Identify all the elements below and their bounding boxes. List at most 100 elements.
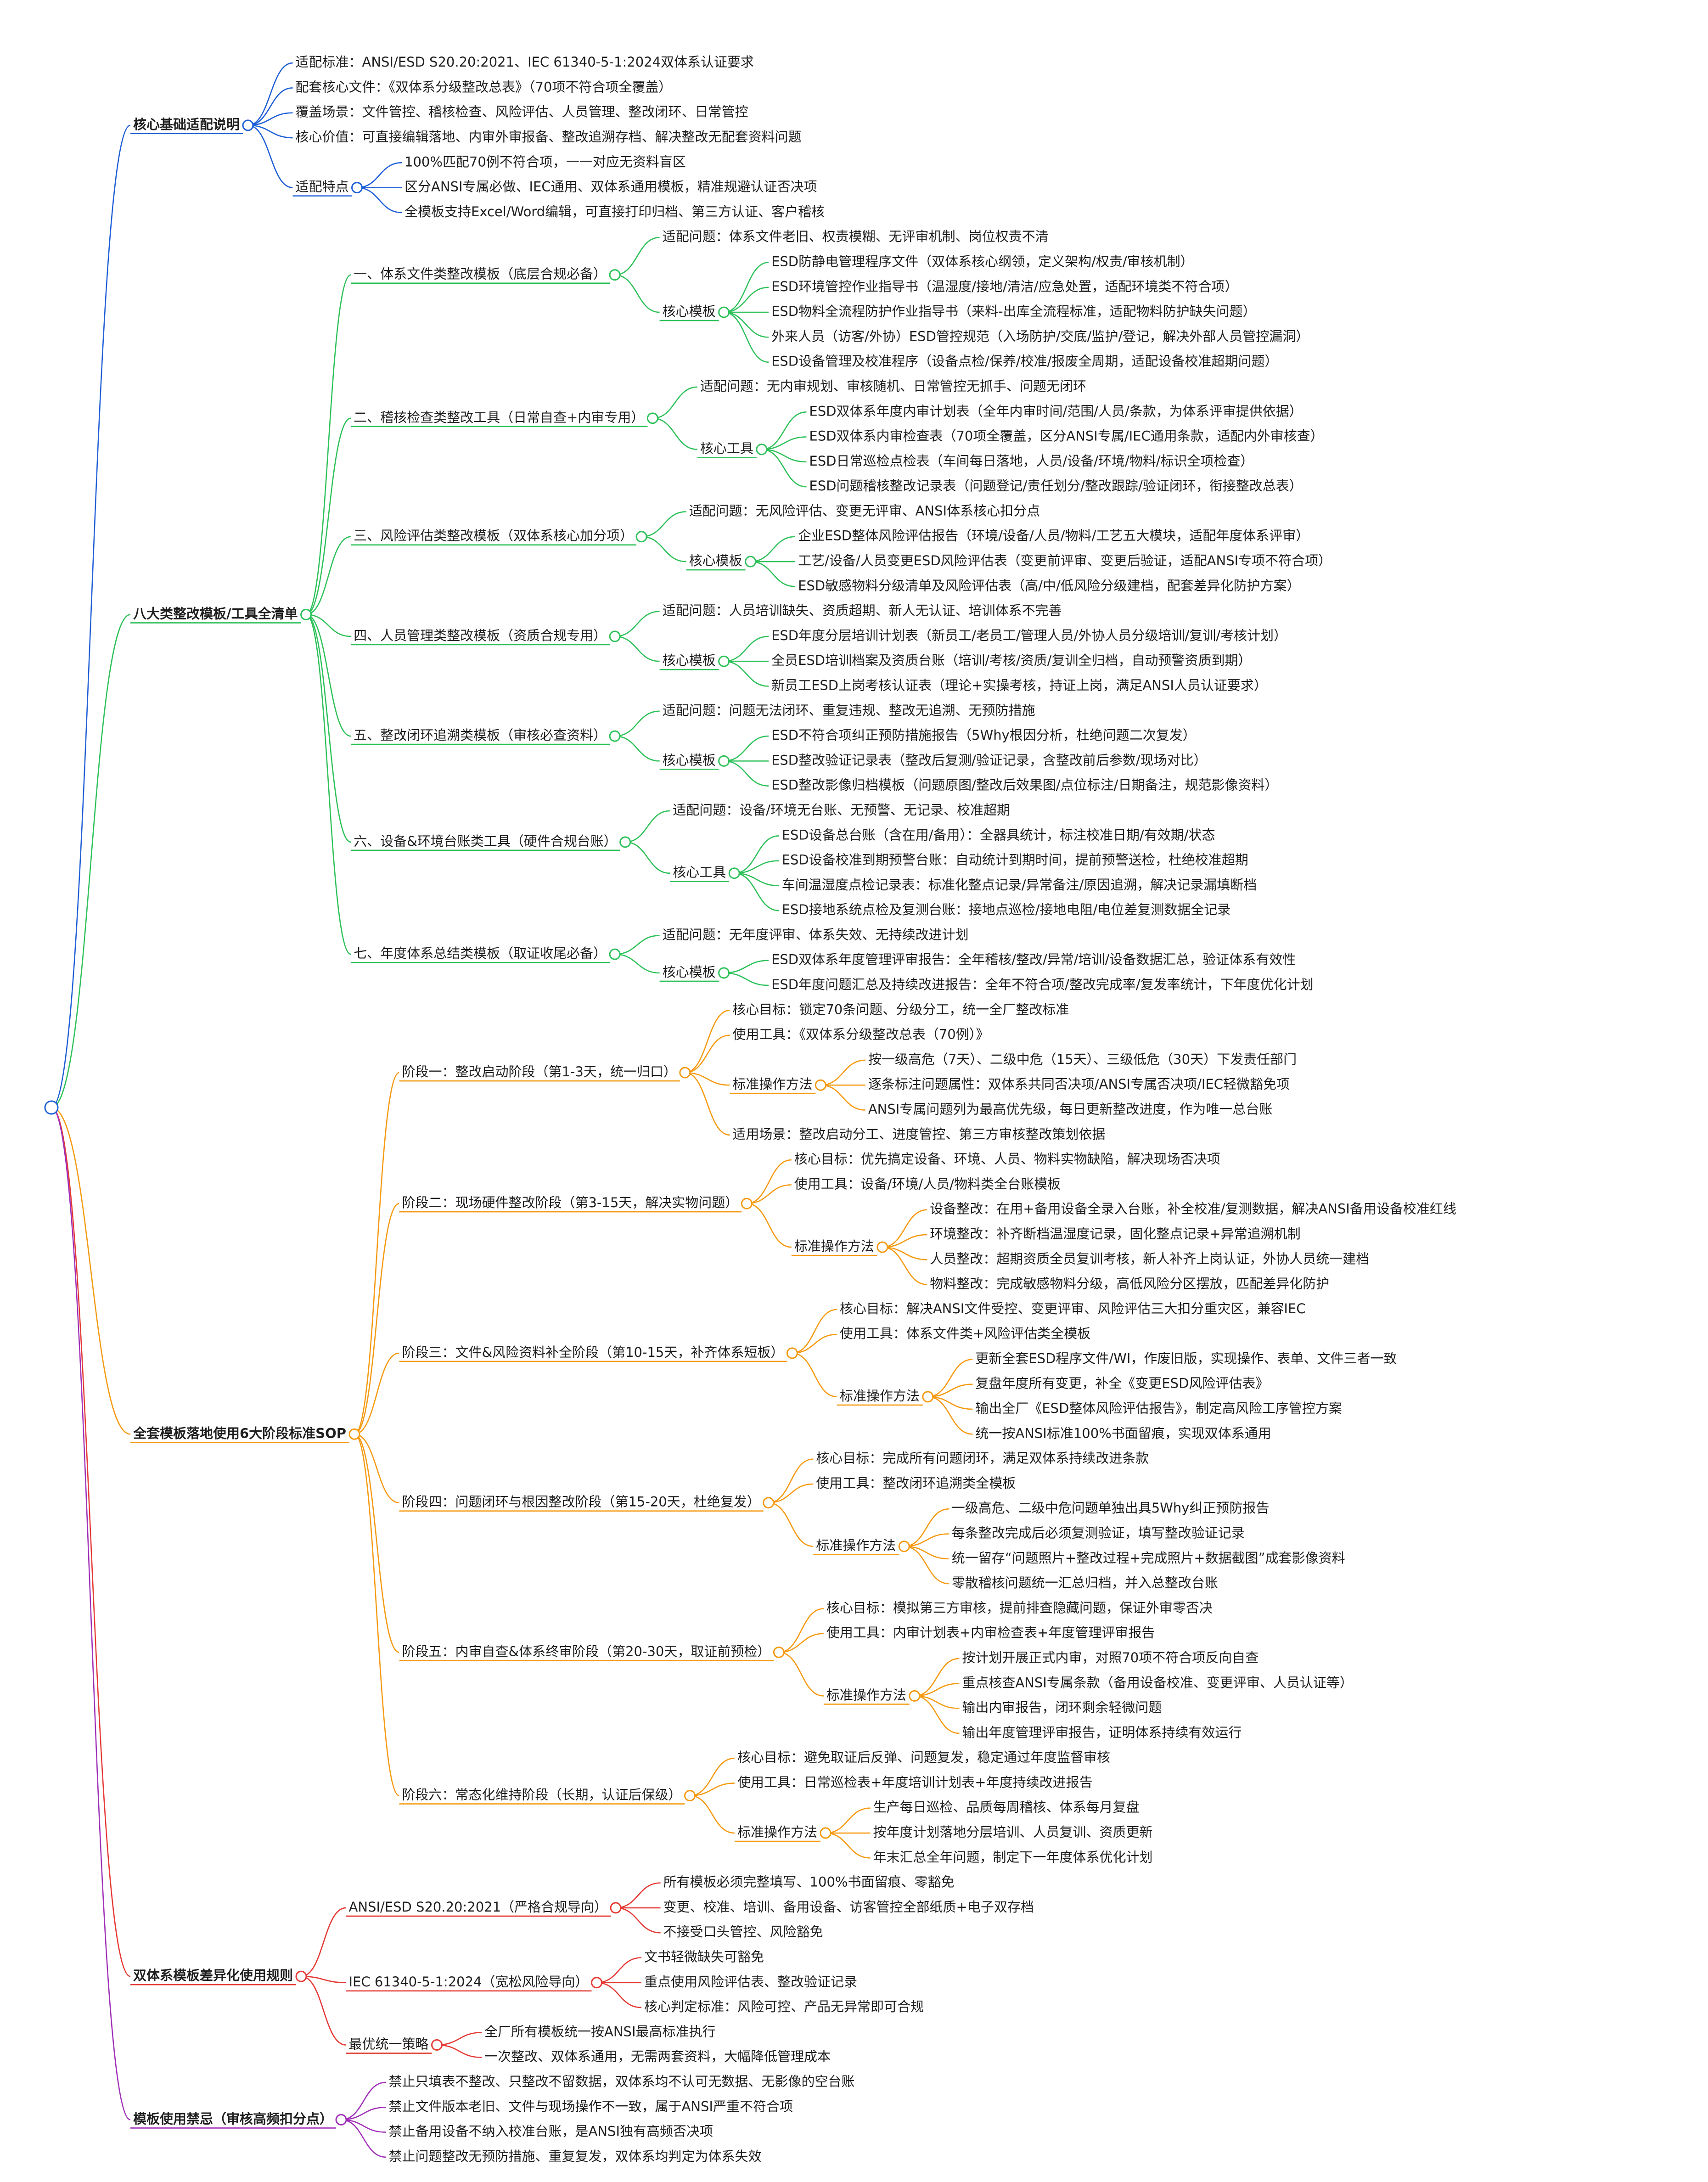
- node-tree-1-children-5-children-1-children-3: ESD接地系统点检及复测台账：接地点巡检/接地电阻/电位差复测数据全记录: [782, 902, 1231, 917]
- node-tree-1-children-6-children-0: 适配问题：无年度评审、体系失效、无持续改进计划: [663, 927, 969, 942]
- node-tree-2-children-5-children-0: 核心目标：避免取证后反弹、问题复发，稳定通过年度监督审核: [737, 1749, 1110, 1765]
- edge-tree-2-children-1-children-2-children-2: [882, 1246, 927, 1260]
- edge-tree-1-children-2-children-1-children-2: [750, 561, 796, 587]
- node-tree-1-children-2-children-1: 核心模板: [689, 553, 742, 568]
- edge-tree-2: [51, 1107, 131, 1435]
- edge-tree-1-children-3-children-0: [615, 611, 660, 637]
- joint-tree-2-children-5-children-2[interactable]: [820, 1827, 832, 1839]
- node-tree-2-children-5-children-2-children-0: 生产每日巡检、品质每周稽核、体系每月复盘: [873, 1800, 1139, 1815]
- node-tree-2-children-2-children-2-children-0: 更新全套ESD程序文件/WI，作废旧版，实现操作、表单、文件三者一致: [975, 1350, 1397, 1366]
- node-tree-1-children-4-children-0: 适配问题：问题无法闭环、重复违规、整改无追溯、无预防措施: [663, 703, 1035, 718]
- node-tree-1-children-5-children-1-children-0: ESD设备总台账（含在用/备用）：全器具统计，标注校准日期/有效期/状态: [782, 827, 1215, 843]
- joint-tree-2-children-0[interactable]: [679, 1067, 691, 1079]
- edge-tree-1-children-0: [306, 274, 351, 615]
- joint-tree-1-children-0-children-1[interactable]: [718, 306, 730, 318]
- joint-tree-3[interactable]: [295, 1970, 307, 1982]
- edge-tree-1-children-6-children-1: [615, 953, 660, 974]
- edge-tree-1-children-3: [306, 614, 351, 637]
- joint-tree-1-children-1-children-1[interactable]: [756, 444, 768, 456]
- edge-tree-2-children-0-children-2: [685, 1072, 730, 1086]
- node-tree-2-children-0-children-2: 标准操作方法: [732, 1076, 812, 1092]
- edge-tree-1-children-5-children-1-children-3: [734, 872, 779, 911]
- node-tree-1-children-4-children-1-children-2: ESD整改影像归档模板（问题原图/整改后效果图/点位标注/日期备注，规范影像资料…: [771, 777, 1278, 793]
- joint-tree-1-children-3-children-1[interactable]: [718, 655, 730, 667]
- edge-tree-2-children-4: [354, 1434, 399, 1653]
- joint-tree-1-children-2-children-1[interactable]: [745, 556, 757, 568]
- node-tree-3-children-0: ANSI/ESD S20.20:2021（严格合规导向）: [349, 1899, 608, 1915]
- joint-tree-2-children-3[interactable]: [763, 1497, 775, 1509]
- node-tree-2-children-2-children-1: 使用工具：体系文件类+风险评估类全模板: [840, 1326, 1090, 1341]
- joint-tree-1-children-6-children-1[interactable]: [718, 967, 730, 979]
- node-tree-2-children-3-children-2-children-0: 一级高危、二级中危问题单独出具5Why纠正预防报告: [952, 1500, 1270, 1516]
- edge-tree-1-children-1-children-1-children-3: [761, 449, 807, 488]
- joint-tree-2-children-0-children-2[interactable]: [815, 1079, 826, 1091]
- node-tree-1-children-3-children-1: 核心模板: [663, 652, 716, 668]
- node-tree-1-children-5-children-1-children-2: 车间温湿度点检记录表：标准化整点记录/异常备注/原因追溯，解决记录漏填断档: [782, 877, 1257, 893]
- node-tree-2-children-1-children-0: 核心目标：优先搞定设备、环境、人员、物料实物缺陷，解决现场否决项: [794, 1151, 1220, 1167]
- joint-tree-2-children-5[interactable]: [684, 1790, 696, 1802]
- node-tree-1-children-1-children-1-children-2: ESD日常巡检点检表（车间每日落地，人员/设备/环境/物料/标识全项检查）: [809, 453, 1253, 469]
- joint-tree-2-children-1[interactable]: [741, 1198, 753, 1209]
- edge-tree-2-children-5: [354, 1434, 399, 1796]
- joint-tree-1-children-5[interactable]: [619, 836, 631, 848]
- node-tree-2-children-5-children-2: 标准操作方法: [737, 1824, 817, 1840]
- edge-tree-1-children-1-children-0: [652, 386, 697, 419]
- node-tree-3-children-0-children-1: 变更、校准、培训、备用设备、访客管控全部纸质+电子双存档: [663, 1899, 1034, 1915]
- joint-tree-2-children-2-children-2[interactable]: [922, 1391, 934, 1403]
- joint-tree-1-children-4[interactable]: [609, 730, 621, 742]
- edge-tree-0: [51, 124, 131, 1108]
- edge-tree-2-children-3-children-2-children-0: [904, 1508, 949, 1547]
- joint-tree-1-children-5-children-1[interactable]: [728, 867, 740, 879]
- node-tree-2-children-0-children-2-children-1: 逐条标注问题属性：双体系共同否决项/ANSI专属否决项/IEC轻微豁免项: [868, 1076, 1290, 1092]
- joint-tree-3-children-2[interactable]: [431, 2039, 443, 2051]
- edge-tree-3: [51, 1107, 131, 1977]
- joint-tree-1-children-1[interactable]: [646, 412, 658, 424]
- node-tree-0-children-1: 配套核心文件：《双体系分级整改总表》（70项不符合项全覆盖）: [296, 79, 672, 95]
- node-tree-1-children-1-children-1-children-3: ESD问题稽核整改记录表（问题登记/责任划分/整改跟踪/验证闭环，衔接整改总表）: [809, 478, 1302, 494]
- edge-tree-1-children-2-children-0: [641, 511, 686, 538]
- joint-tree-1-children-0[interactable]: [609, 269, 621, 281]
- node-tree-2-children-1-children-2-children-1: 环境整改：补齐断档温湿度记录，固化整点记录+异常追溯机制: [930, 1226, 1300, 1242]
- joint-tree-3-children-0[interactable]: [610, 1902, 622, 1914]
- node-tree-2-children-2: 阶段三：文件&风险资料补全阶段（第10-15天，补齐体系短板）: [402, 1344, 784, 1360]
- joint-tree-1-children-6[interactable]: [609, 948, 621, 960]
- joint-tree-1[interactable]: [300, 608, 312, 620]
- node-tree-1-children-6-children-1-children-0: ESD双体系年度管理评审报告：全年稽核/整改/异常/培训/设备数据汇总，验证体系…: [771, 952, 1296, 967]
- edge-tree-0-children-4-children-2: [357, 187, 402, 214]
- joint-tree-2-children-4-children-2[interactable]: [909, 1690, 921, 1702]
- joint-tree-1-children-2[interactable]: [635, 531, 647, 543]
- joint-tree-2-children-2[interactable]: [786, 1347, 798, 1359]
- edge-tree-2-children-2-children-2-children-0: [927, 1359, 973, 1398]
- joint-tree-1-children-3[interactable]: [609, 630, 621, 642]
- edge-tree-2-children-0: [354, 1072, 399, 1435]
- edge-tree-2-children-0-children-3: [685, 1072, 730, 1136]
- edge-tree-2-children-2-children-2-children-3: [927, 1396, 973, 1435]
- edge-tree-3-children-1: [301, 1975, 346, 1984]
- node-tree-1-children-2-children-1-children-0: 企业ESD整体风险评估报告（环境/设备/人员/物料/工艺五大模块，适配年度体系评…: [798, 528, 1309, 544]
- node-tree-2-children-1-children-2: 标准操作方法: [794, 1238, 874, 1254]
- root-joint[interactable]: [44, 1100, 59, 1115]
- edge-tree-0-children-1: [247, 87, 293, 126]
- edge-tree-1-children-5-children-0: [625, 810, 670, 843]
- edge-tree-4-children-1: [341, 2106, 386, 2120]
- edge-tree-2-children-2-children-2-children-2: [927, 1396, 973, 1410]
- joint-tree-0[interactable]: [242, 119, 254, 131]
- node-tree-1-children-4-children-1: 核心模板: [663, 752, 716, 768]
- joint-tree-1-children-4-children-1[interactable]: [718, 755, 730, 767]
- joint-tree-2-children-4[interactable]: [773, 1646, 785, 1658]
- edge-tree-2-children-2-children-2-children-1: [927, 1383, 973, 1398]
- node-tree-1-children-6-children-1-children-1: ESD年度问题汇总及持续改进报告：全年不符合项/整改完成率/复发率统计，下年度优…: [771, 977, 1314, 992]
- joint-tree-2-children-3-children-2[interactable]: [898, 1541, 910, 1552]
- joint-tree-2[interactable]: [348, 1428, 360, 1440]
- edge-tree-1-children-6-children-0: [615, 935, 660, 955]
- joint-tree-4[interactable]: [335, 2114, 347, 2126]
- node-tree-4-children-1: 禁止文件版本老旧、文件与现场操作不一致，属于ANSI严重不符合项: [389, 2098, 793, 2114]
- joint-tree-3-children-1[interactable]: [591, 1977, 603, 1989]
- node-tree-1-children-4-children-1-children-0: ESD不符合项纠正预防措施报告（5Why根因分析，杜绝问题二次复发）: [771, 727, 1196, 743]
- edge-tree-1-children-1: [306, 417, 351, 615]
- node-tree-1-children-0-children-1-children-0: ESD防静电管理程序文件（双体系核心纲领，定义架构/权责/审核机制）: [771, 254, 1194, 270]
- node-tree-3-children-0-children-0: 所有模板必须完整填写、100%书面留痕、零豁免: [663, 1874, 955, 1890]
- node-tree-2-children-1-children-2-children-3: 物料整改：完成敏感物料分级，高低风险分区摆放，匹配差异化防护: [930, 1276, 1329, 1292]
- joint-tree-0-children-4[interactable]: [351, 182, 363, 194]
- joint-tree-2-children-1-children-2[interactable]: [876, 1241, 888, 1253]
